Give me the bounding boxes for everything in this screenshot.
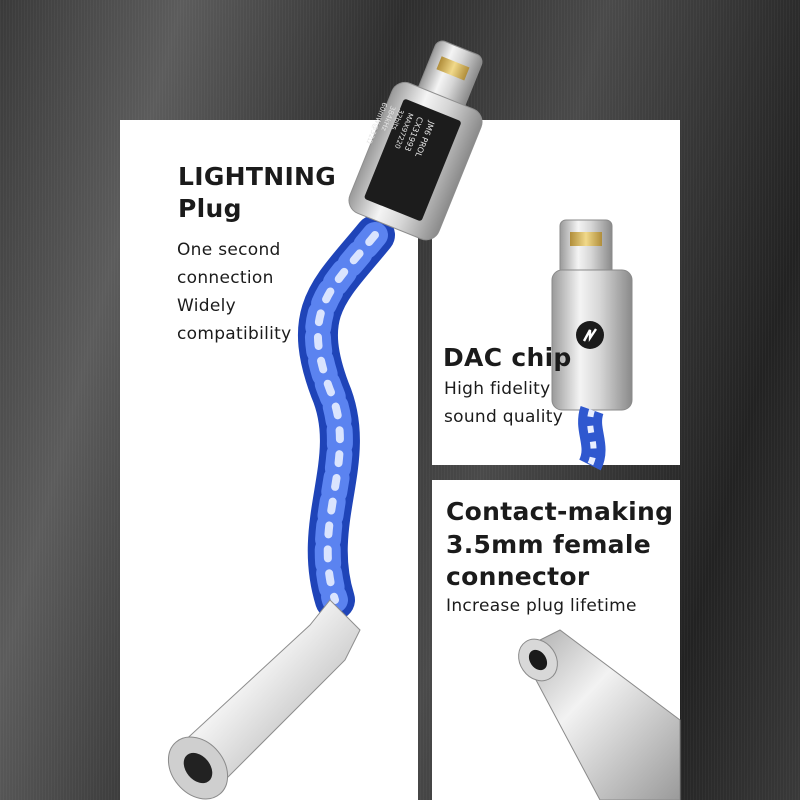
jack-title-line3: connector (446, 562, 590, 591)
lightning-desc-line1: One second (177, 240, 281, 260)
lightning-desc-line4: compatibility (177, 324, 292, 344)
lightning-desc-line3: Widely (177, 296, 236, 316)
lightning-title-line1: LIGHTNING (178, 162, 337, 191)
jack-title-line2: 3.5mm female (446, 530, 651, 559)
braided-cable (297, 215, 395, 620)
dac-desc-line2: sound quality (444, 407, 564, 427)
female-jack (167, 599, 361, 800)
lightning-detail (551, 219, 633, 471)
lightning-connector (348, 40, 483, 241)
jack-detail (518, 629, 681, 800)
dac-desc-line1: High fidelity (444, 379, 551, 399)
lightning-desc-line2: connection (177, 268, 274, 288)
jack-subtitle: Increase plug lifetime (446, 596, 637, 616)
jack-title-line1: Contact-making (446, 497, 674, 526)
dac-chip-title: DAC chip (443, 343, 572, 372)
lightning-title-line2: Plug (178, 194, 242, 223)
